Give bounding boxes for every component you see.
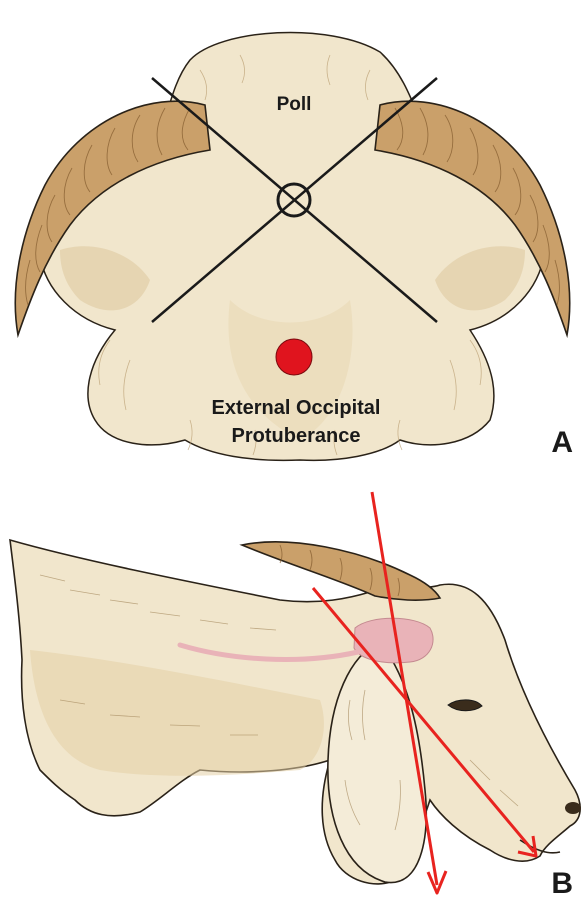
poll-label: Poll (277, 94, 312, 115)
panel-b-letter: B (551, 867, 573, 900)
goat-nostril (565, 802, 581, 814)
occipital-label-line1: External Occipital (212, 397, 381, 419)
side-horn (242, 542, 440, 600)
panel-a: Poll External Occipital Protuberance A (15, 32, 573, 460)
occipital-protuberance-marker (276, 339, 312, 375)
occipital-label-line2: Protuberance (232, 425, 361, 447)
panel-b: B (10, 492, 581, 900)
panel-a-letter: A (551, 426, 573, 459)
